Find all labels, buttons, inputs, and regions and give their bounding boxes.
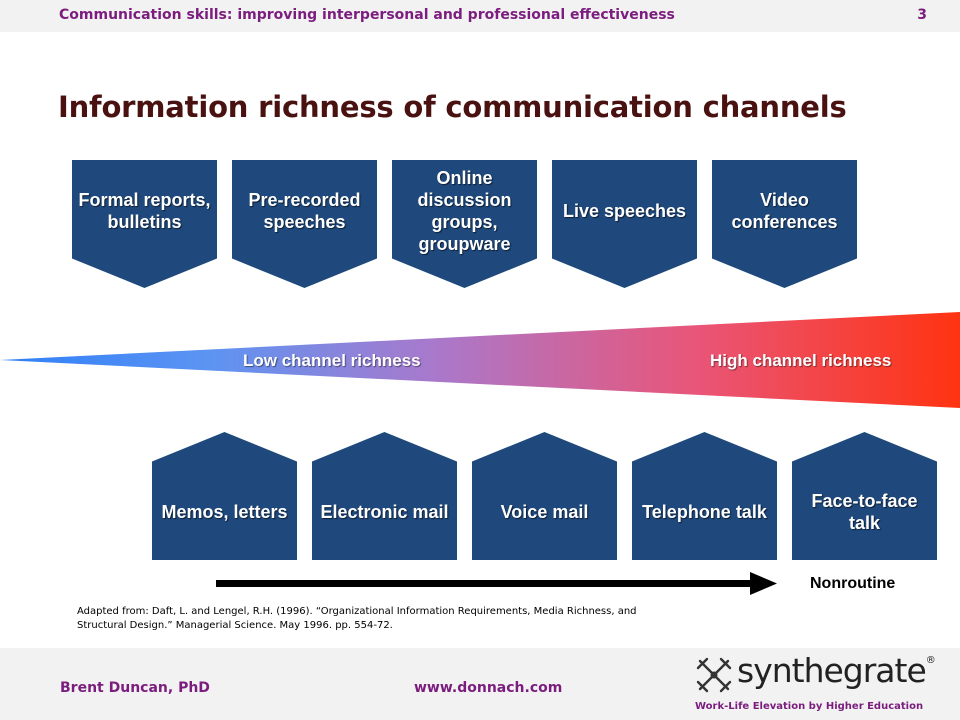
channel-label: Live speeches [562,201,687,221]
header-bar: Communication skills: improving interper… [0,0,960,32]
channel-label: Telephone talk [642,502,767,522]
synthegrate-logo: synthegrate® Work-Life Elevation by High… [695,651,936,718]
logo-wordmark: synthegrate® [737,651,936,690]
channel-label: Face-to-face talk [811,491,918,533]
channel-video-conferences: Video conferences [712,160,857,288]
channel-electronic-mail: Electronic mail [312,432,457,560]
channel-online-discussion: Online discussion groups, groupware [392,160,537,288]
course-title: Communication skills: improving interper… [59,7,675,23]
channel-pre-recorded-speeches: Pre-recorded speeches [232,160,377,288]
channel-label: Formal reports, bulletins [78,190,211,232]
channel-label: Pre-recorded speeches [248,190,361,232]
channel-voice-mail: Voice mail [472,432,617,560]
channel-label: Voice mail [500,502,589,522]
logo-text: synthegrate [737,651,927,690]
logo-tagline: Work-Life Elevation by Higher Education [695,701,924,712]
channel-telephone-talk: Telephone talk [632,432,777,560]
channel-live-speeches: Live speeches [552,160,697,288]
channel-label: Video conferences [731,190,838,232]
high-richness-label: High channel richness [710,351,892,370]
channel-memos-letters: Memos, letters [152,432,297,560]
channel-formal-reports: Formal reports, bulletins [72,160,217,288]
nonroutine-label: Nonroutine [810,575,896,592]
richness-wedge [0,312,960,408]
slide-title: Information richness of communication ch… [58,90,847,124]
low-richness-label: Low channel richness [243,351,421,370]
footer-bar: Brent Duncan, PhD www.donnach.com synthe… [0,648,960,720]
channel-label: Electronic mail [320,502,449,522]
channel-label: Online discussion groups, groupware [417,168,512,254]
citation: Adapted from: Daft, L. and Lengel, R.H. … [77,606,637,631]
nonroutine-arrow-icon [216,572,777,595]
registered-mark: ® [925,655,936,666]
website-link[interactable]: www.donnach.com [414,680,563,696]
channel-face-to-face: Face-to-face talk [792,432,937,560]
channel-label: Memos, letters [161,502,288,522]
synthegrate-logo-icon [696,657,732,693]
author-name: Brent Duncan, PhD [60,680,210,696]
page-number: 3 [917,7,927,23]
